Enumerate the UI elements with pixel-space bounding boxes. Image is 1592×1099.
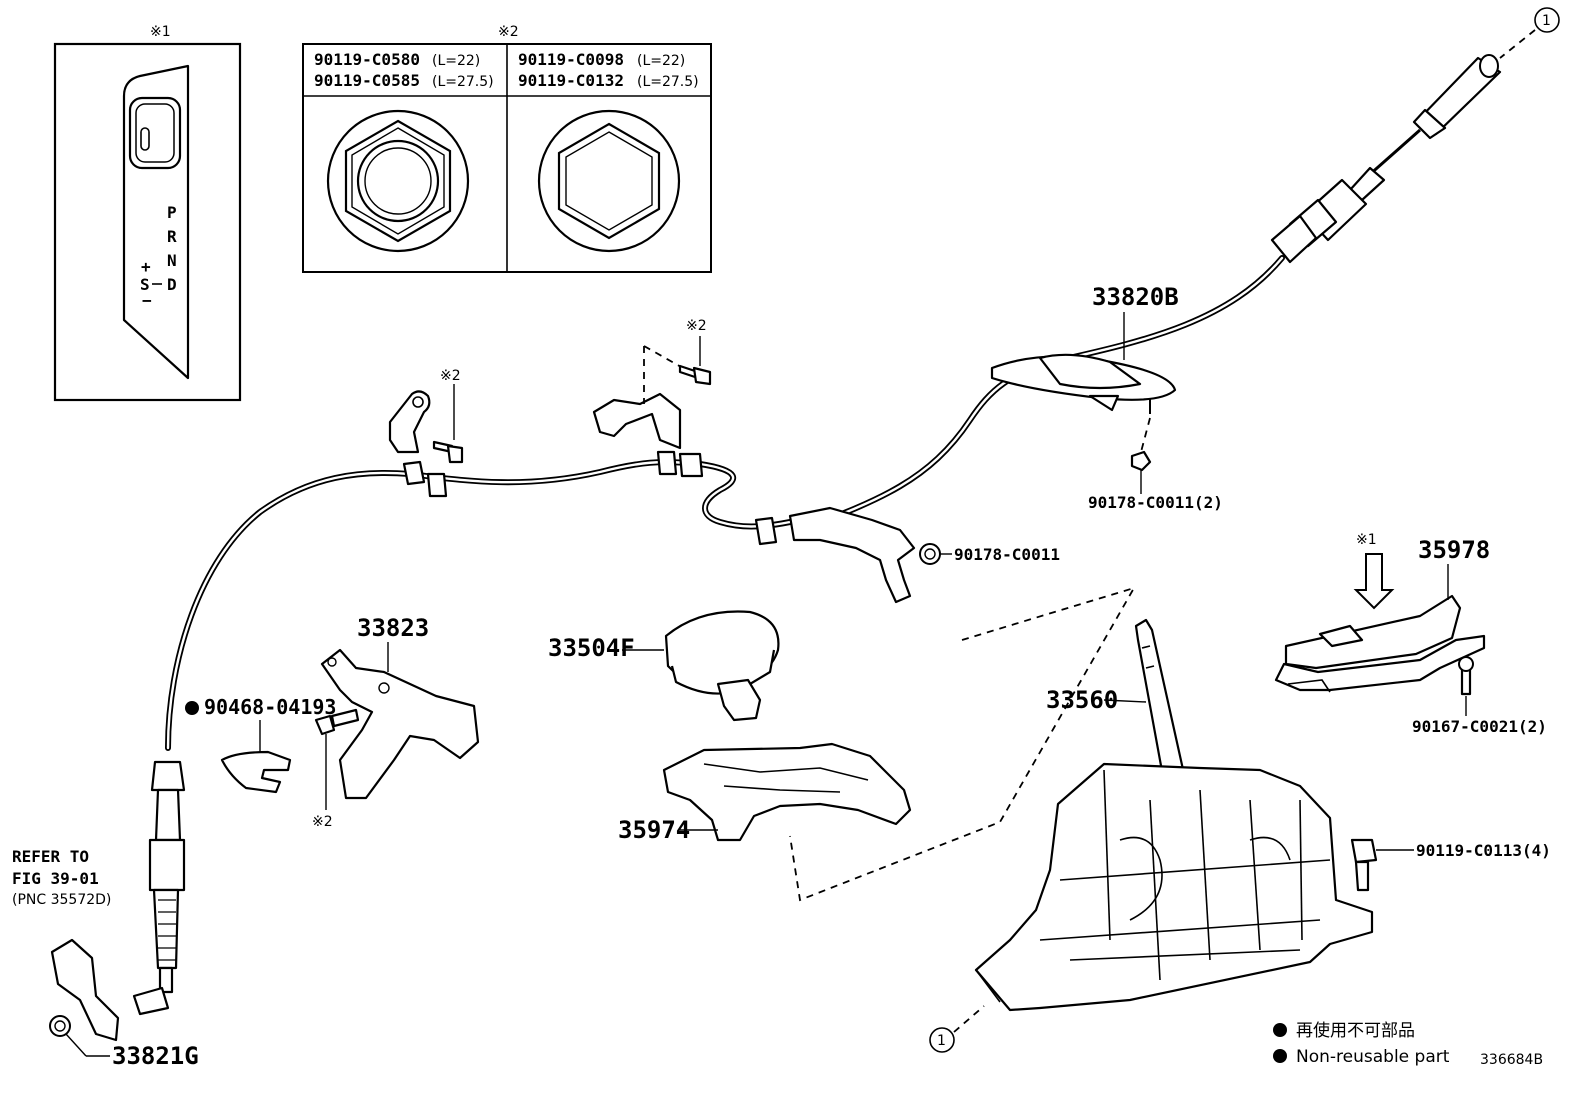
- bolt-length-3: (L=22): [637, 53, 685, 69]
- bolt-icon: [678, 364, 712, 386]
- bolt-icon: [314, 708, 360, 736]
- label-90167-c0021-2: 90167-C0021(2): [1412, 717, 1547, 736]
- cable-33820b: [797, 255, 1285, 533]
- refer-line-2: FIG 39-01: [12, 869, 99, 888]
- shift-letter-n: N: [167, 251, 177, 270]
- legend-non-reusable-en: Non-reusable part: [1296, 1047, 1450, 1067]
- legend-non-reusable-jp: 再使用不可部品: [1296, 1020, 1415, 1041]
- bolt-icon: [432, 440, 464, 464]
- refer-line-1: REFER TO: [12, 847, 89, 866]
- bolt-icon: [1350, 838, 1378, 892]
- nut-icon: [1130, 450, 1152, 472]
- label-33504f: 33504F: [548, 634, 635, 662]
- cable-end-top: [1270, 54, 1502, 264]
- bolt-part-3: 90119-C0098: [518, 50, 624, 69]
- tag-x1: ※1: [1356, 532, 1377, 548]
- manual-s: S: [140, 275, 150, 294]
- down-arrow-icon: [1353, 553, 1395, 610]
- shift-lever-bracket: [49, 938, 120, 1042]
- manual-minus: −: [142, 291, 152, 310]
- non-reusable-legend-icon: [1273, 1049, 1287, 1063]
- manual-plus: +: [141, 257, 151, 276]
- flange-bolt-head-icon: [326, 109, 470, 253]
- cable-clip-icon: [220, 750, 292, 794]
- label-90178-c0011-2: 90178-C0011(2): [1088, 493, 1223, 512]
- non-reusable-legend-icon: [1273, 1023, 1287, 1037]
- nut-icon: [919, 543, 941, 565]
- bolt-part-1: 90119-C0580: [314, 50, 420, 69]
- inset1-frame: [53, 42, 242, 402]
- label-90178-c0011: 90178-C0011: [954, 545, 1060, 564]
- cable-end-bottom: [132, 760, 186, 1016]
- bolt-part-2: 90119-C0585: [314, 71, 420, 90]
- shift-letter-p: P: [167, 203, 177, 222]
- hex-bolt-head-icon: [537, 109, 681, 253]
- diagram-id: 336684B: [1480, 1052, 1543, 1068]
- label-33823: 33823: [357, 614, 429, 642]
- svg-text:1: 1: [1542, 13, 1551, 29]
- svg-text:1: 1: [937, 1033, 946, 1049]
- shift-indicator-panel: P R N D + S −: [122, 64, 190, 380]
- cable-bracket-mid: [592, 392, 682, 450]
- inset2-tag: ※2: [498, 24, 519, 40]
- label-35978: 35978: [1418, 536, 1490, 564]
- tag-x2-c: ※2: [312, 814, 333, 830]
- shift-letter-r: R: [167, 227, 177, 246]
- cable-bracket-left: [388, 390, 431, 454]
- bolt-length-2: (L=27.5): [432, 74, 494, 90]
- label-90468-04193: 90468-04193: [204, 695, 336, 719]
- housing-35974: [662, 742, 912, 842]
- bolt-part-4: 90119-C0132: [518, 71, 624, 90]
- shift-knob-33504f: [664, 610, 780, 722]
- bolt-table: 90119-C0580 (L=22) 90119-C0585 (L=27.5) …: [302, 43, 712, 273]
- tag-x2-b: ※2: [686, 318, 707, 334]
- reference-circle-top: 1: [1499, 7, 1560, 59]
- legend: 再使用不可部品 Non-reusable part: [1273, 1020, 1450, 1067]
- bolt-length-1: (L=22): [432, 53, 480, 69]
- bezel-35978: [1274, 594, 1486, 693]
- cable-grommet-plate: [990, 353, 1177, 414]
- inset1-tag: ※1: [150, 24, 171, 40]
- label-33820b: 33820B: [1092, 283, 1179, 311]
- label-35974: 35974: [618, 816, 690, 844]
- tag-x2-a: ※2: [440, 368, 461, 384]
- label-33821g: 33821G: [112, 1042, 199, 1070]
- screw-icon: [1458, 656, 1474, 696]
- bolt-length-4: (L=27.5): [637, 74, 699, 90]
- bracket-33823: [320, 648, 480, 800]
- non-reusable-marker-icon: [185, 701, 199, 715]
- cable-bracket-right: [788, 506, 916, 604]
- shift-lever-assembly-33560: [974, 618, 1374, 1012]
- reference-circle-bottom: 1: [929, 1005, 985, 1053]
- label-90119-c0113-4: 90119-C0113(4): [1416, 841, 1551, 860]
- shift-letter-d: D: [167, 275, 177, 294]
- refer-line-3: (PNC 35572D): [12, 892, 111, 908]
- shift-cable-assembly: [165, 450, 793, 751]
